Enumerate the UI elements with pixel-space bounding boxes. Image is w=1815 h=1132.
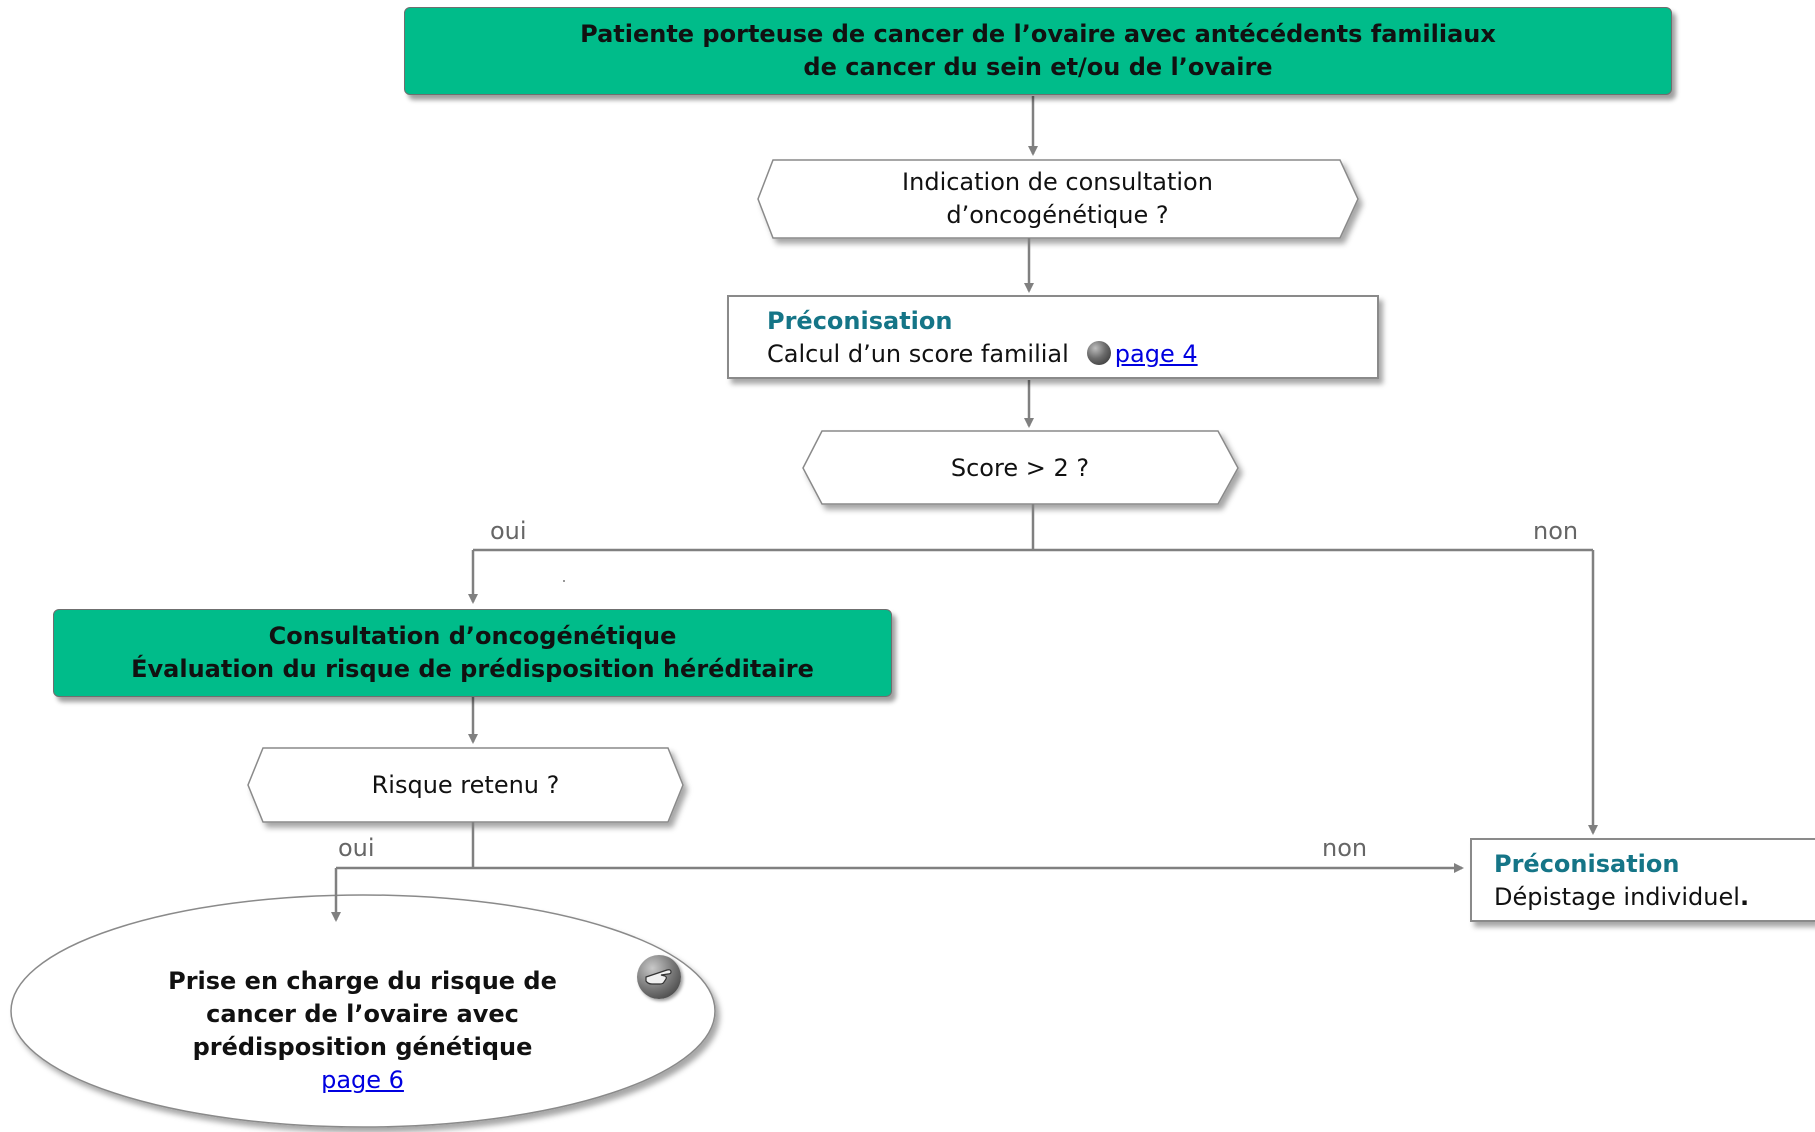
stray-dot	[563, 580, 565, 582]
consultation-box: Consultation d’oncogénétique Évaluation …	[53, 609, 892, 697]
decision-shape-score	[802, 430, 1239, 505]
terminal-line2: cancer de l’ovaire avec	[206, 1000, 519, 1028]
recommendation-text-row: Calcul d’un score familial page 4	[767, 338, 1377, 371]
pointing-hand-icon[interactable]	[637, 955, 681, 999]
start-box: Patiente porteuse de cancer de l’ovaire …	[404, 7, 1672, 95]
branch-score-yes: oui	[490, 517, 527, 545]
recommendation-text: Calcul d’un score familial	[767, 340, 1069, 368]
decision-risk-label: Risque retenu ?	[263, 752, 668, 818]
branch-score-no: non	[1533, 517, 1579, 545]
decision-shape-consultation	[757, 159, 1359, 239]
branch-risk-yes: oui	[338, 834, 375, 862]
consultation-box-line2: Évaluation du risque de prédisposition h…	[131, 655, 814, 683]
info-ball-icon[interactable]	[1086, 341, 1111, 365]
consultation-box-line1: Consultation d’oncogénétique	[268, 622, 677, 650]
terminal-shape-ellipse	[10, 894, 716, 1128]
start-box-line2: de cancer du sein et/ou de l’ovaire	[803, 53, 1273, 81]
recommendation-screening-text: Dépistage individuel	[1494, 883, 1740, 911]
recommendation-screening-period: .	[1739, 883, 1750, 911]
start-box-line1: Patiente porteuse de cancer de l’ovaire …	[580, 20, 1496, 48]
decision-consultation-line2: d’oncogénétique ?	[946, 201, 1169, 229]
terminal-line1: Prise en charge du risque de	[168, 967, 557, 995]
pointing-hand-glyph	[645, 969, 672, 985]
recommendation-score-box: Préconisation Calcul d’un score familial…	[727, 295, 1379, 379]
link-page-4[interactable]: page 4	[1114, 340, 1198, 368]
recommendation-screening-row: Dépistage individuel.	[1494, 881, 1815, 914]
decision-consultation-line1: Indication de consultation	[902, 168, 1213, 196]
terminal-ellipse-text: Prise en charge du risque de cancer de l…	[100, 965, 625, 1097]
recommendation-screening-box: Préconisation Dépistage individuel.	[1470, 838, 1815, 922]
terminal-line3: prédisposition génétique	[192, 1033, 533, 1061]
link-page-6[interactable]: page 6	[321, 1066, 404, 1094]
recommendation-screening-title: Préconisation	[1494, 850, 1680, 878]
decision-score-text: Score > 2 ?	[950, 453, 1090, 482]
recommendation-title: Préconisation	[767, 307, 953, 335]
decision-shape-risk	[247, 747, 684, 823]
decision-consultation-label: Indication de consultation d’oncogénétiq…	[780, 165, 1335, 233]
branch-risk-no: non	[1322, 834, 1368, 862]
decision-score-label: Score > 2 ?	[822, 435, 1218, 501]
decision-risk-text: Risque retenu ?	[371, 770, 560, 799]
